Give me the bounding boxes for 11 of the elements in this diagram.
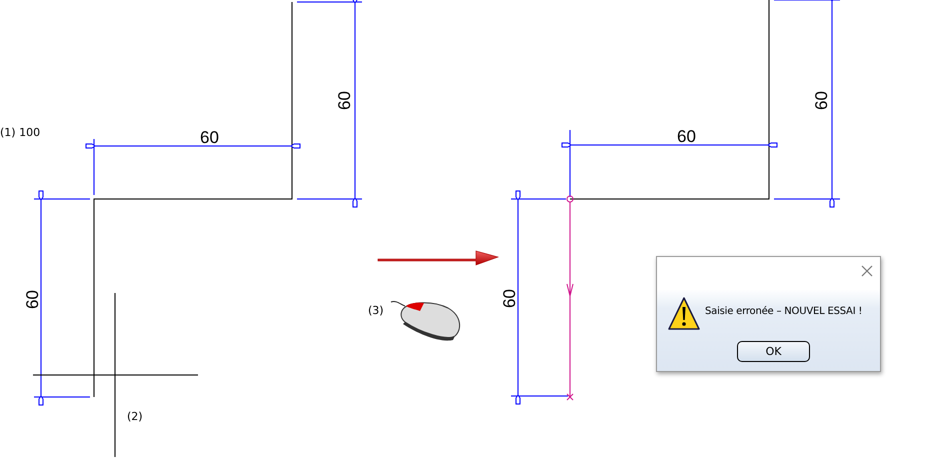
- dimension-value: 60: [24, 290, 41, 309]
- dimension-value: 60: [200, 129, 219, 146]
- callout-number: (2): [127, 411, 143, 422]
- dimension-value: 60: [677, 128, 696, 145]
- ok-button: OK: [737, 341, 810, 362]
- dimension-value: 60: [500, 289, 518, 308]
- dialog-message: Saisie erronée – NOUVEL ESSAI !: [705, 306, 862, 317]
- callout-number: (3): [368, 305, 384, 316]
- callout-number: (1) 100: [0, 127, 40, 138]
- dimension-value: 60: [336, 91, 353, 110]
- dimension-value: 60: [812, 91, 830, 110]
